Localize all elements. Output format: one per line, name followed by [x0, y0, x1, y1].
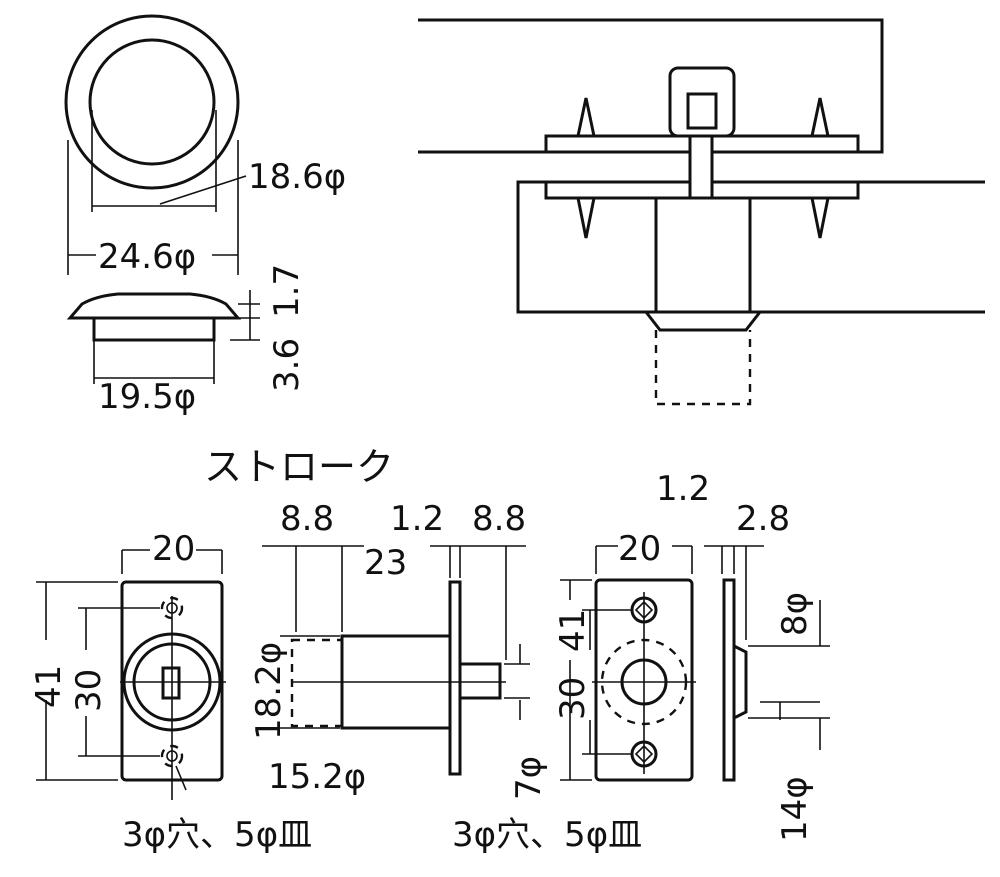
lock-side-view: [262, 545, 530, 776]
body-len-total-label: 23: [364, 543, 407, 583]
strike-front-view: [560, 545, 696, 782]
cap-total-height-label: 3.6: [267, 338, 307, 392]
strike-thickness-a-label: 1.2: [656, 469, 710, 509]
plate-thickness-label: 1.2: [390, 499, 444, 539]
strike-side-view: [704, 545, 830, 782]
strike-boss-diameter-label: 14φ: [775, 776, 815, 842]
strike-thickness-b-label: 2.8: [736, 499, 790, 539]
body-len-b-label: 8.8: [472, 499, 526, 539]
bolt-diameter-label: 7φ: [509, 756, 549, 800]
stroke-label: ストローク: [204, 445, 394, 489]
hole-note-right: 3φ穴、5φ皿: [452, 815, 642, 855]
front-height-label: 41: [29, 665, 69, 708]
body-diameter-label: 18.2φ: [249, 642, 289, 740]
front-width-label: 20: [152, 529, 195, 569]
cap-base-diameter-label: 19.5φ: [98, 377, 196, 417]
cap-outer-diameter-label: 24.6φ: [98, 237, 196, 277]
front-hole-pitch-label: 30: [69, 669, 109, 712]
flange-diameter-label: 15.2φ: [268, 757, 366, 797]
strike-hole-pitch-label: 30: [553, 677, 593, 720]
cap-height-label: 1.7: [267, 264, 307, 318]
strike-hole-diameter-label: 8φ: [775, 592, 815, 636]
strike-height-label: 41: [553, 609, 593, 652]
body-len-a-label: 8.8: [280, 499, 334, 539]
cap-inner-diameter-label: 18.6φ: [248, 157, 346, 197]
cap-side-view: [66, 290, 260, 384]
installation-section: [418, 18, 985, 406]
cap-top-view: [64, 14, 247, 275]
strike-width-label: 20: [618, 529, 661, 569]
lock-front-view: [36, 549, 226, 800]
hole-note-left: 3φ穴、5φ皿: [122, 815, 312, 855]
